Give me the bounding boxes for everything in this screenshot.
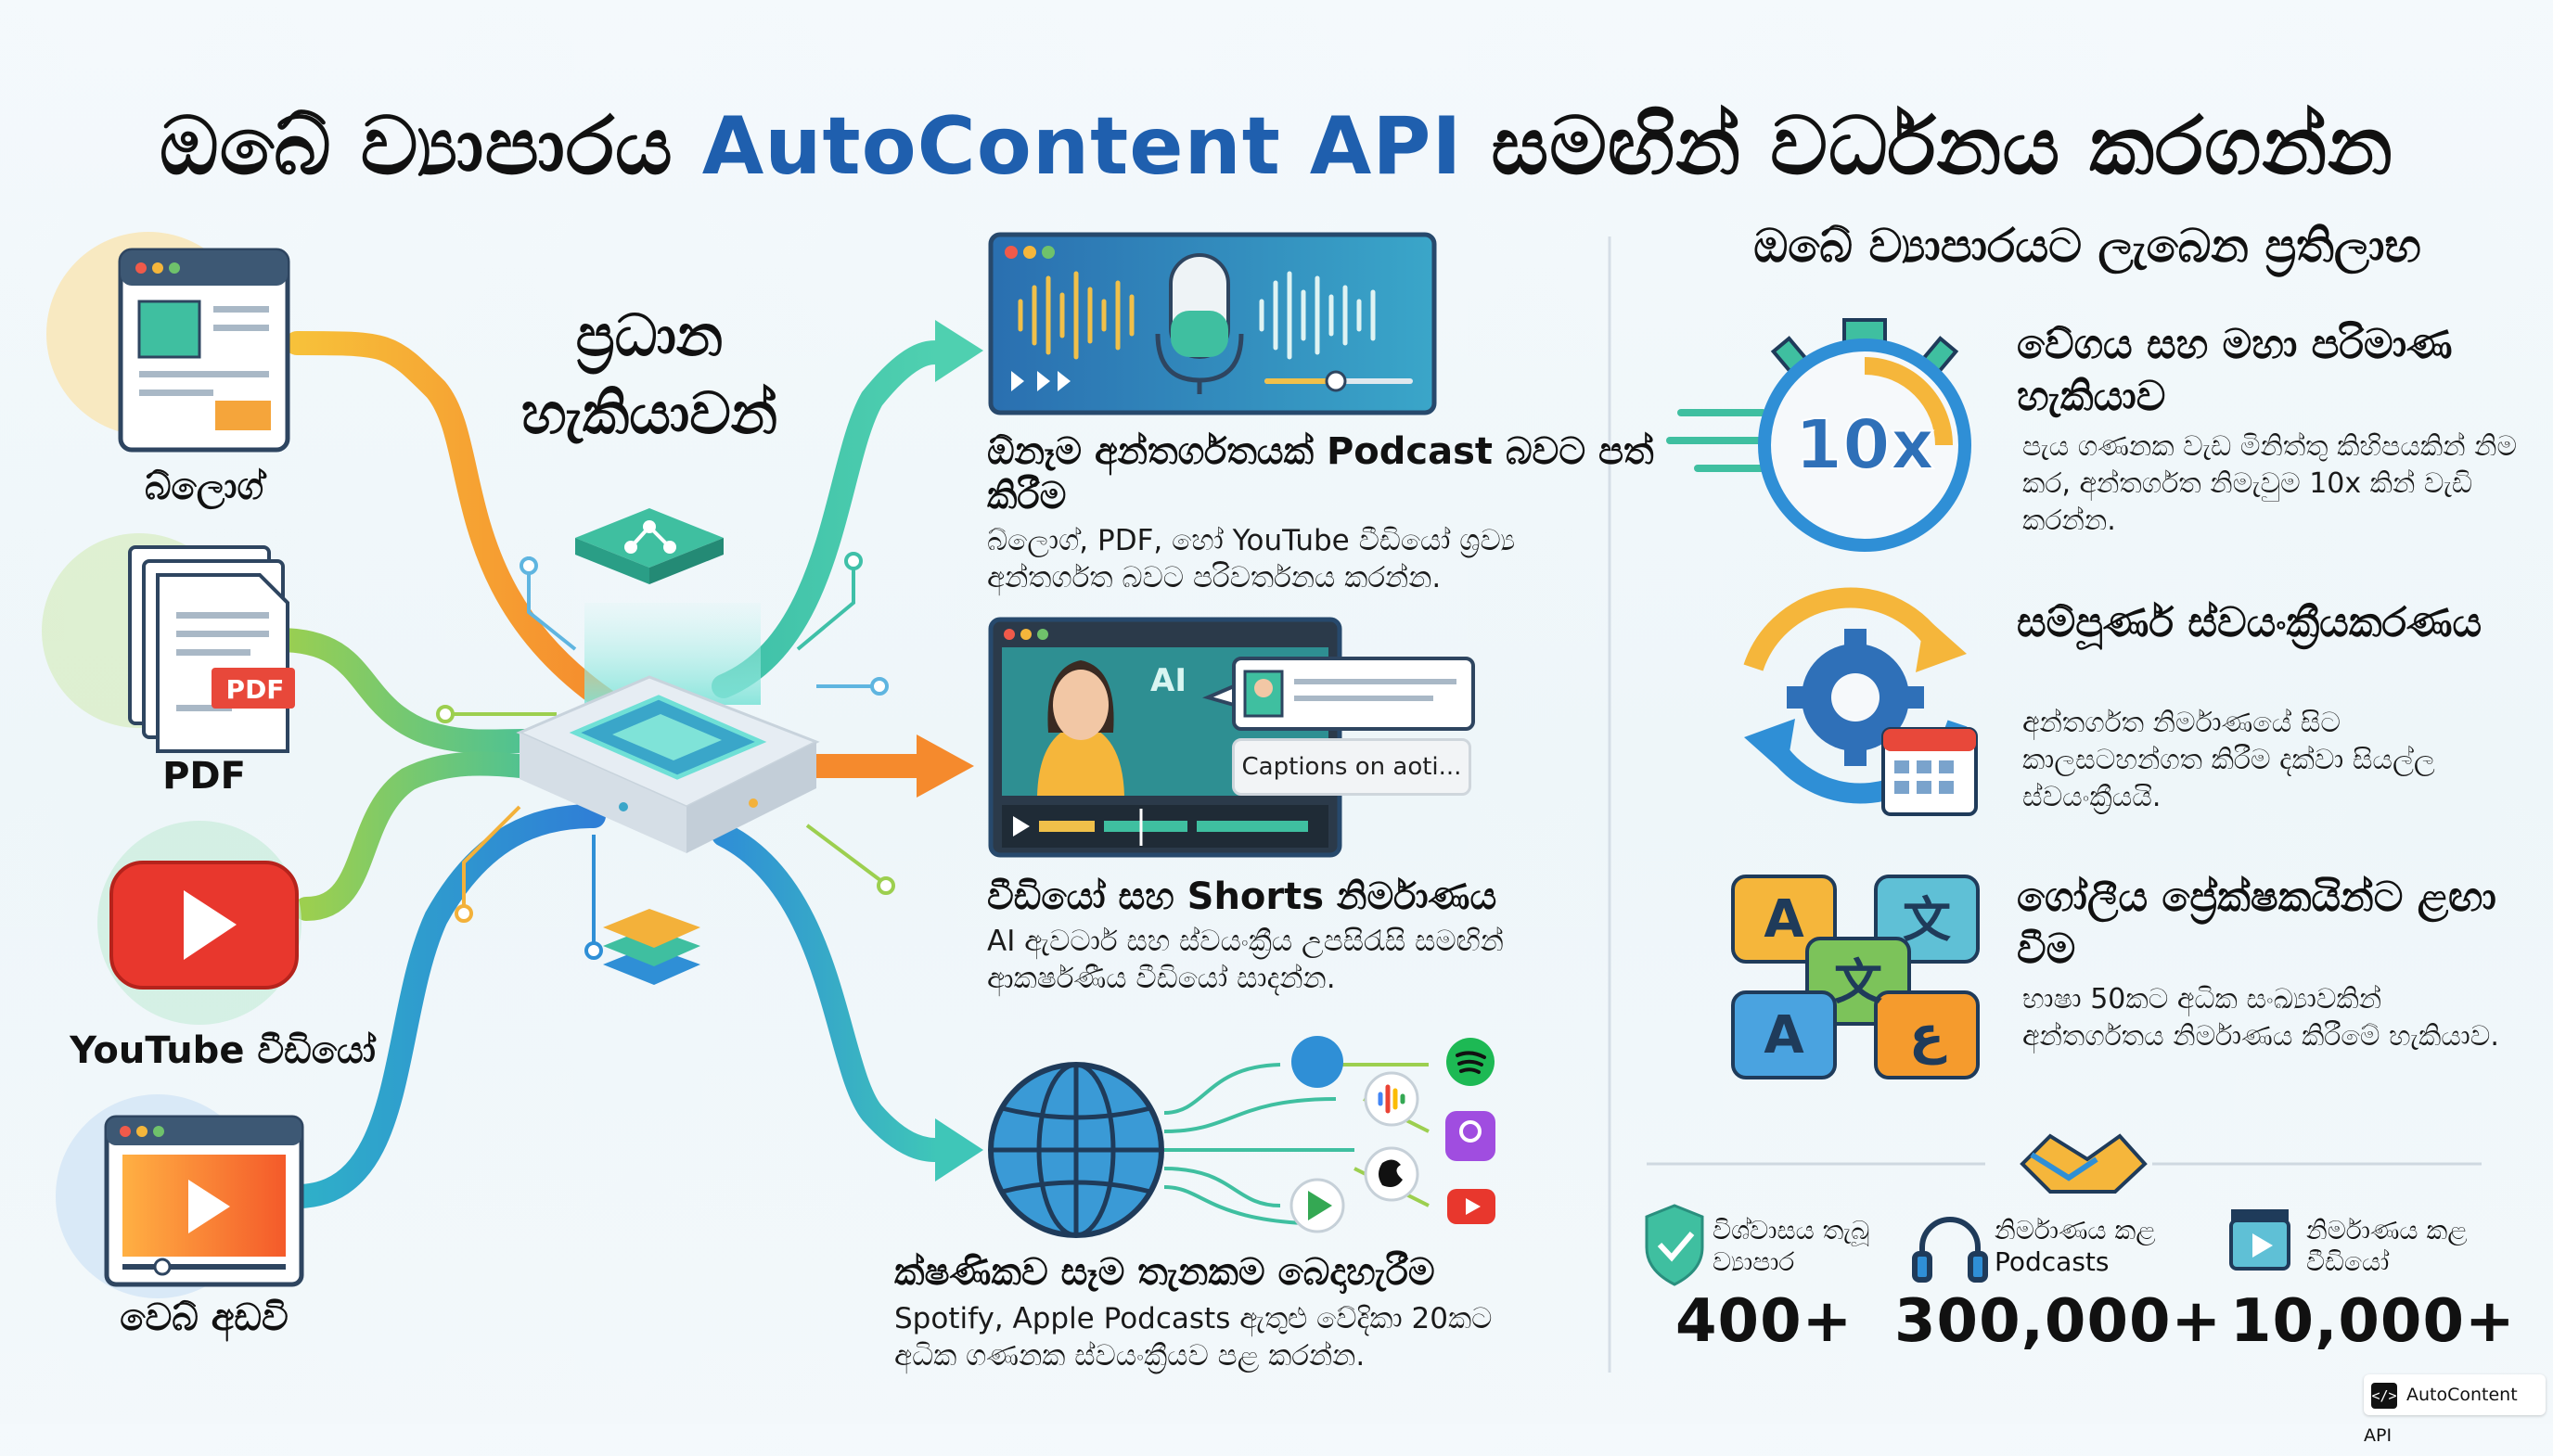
caption-pill: Captions on aoti... (1232, 738, 1471, 796)
page-title: ඔබේ ව්‍යාපාරය AutoContent API සමඟින් වර්… (0, 100, 2553, 195)
youtube-play-icon (97, 821, 301, 1025)
capability-desc-video: AI ඇවටාර් සහ ස්වයංක්‍රීය උපසිරැසි සමඟින්… (987, 925, 1504, 995)
source-label-blog: බ්ලොග් (144, 466, 264, 508)
benefit-desc-speed: පැය ගණනක වැඩ මිනිත්තු කිහිපයකින් නිම කර,… (2022, 430, 2518, 537)
source-label-youtube: YouTube වීඩියෝ (70, 1029, 376, 1072)
source-label-website: වෙබ් අඩවි (120, 1296, 289, 1339)
video-clapper-icon (2229, 1209, 2290, 1271)
stopwatch-icon: 10x (1666, 318, 1971, 552)
stat-value-videos: 10,000+ (2230, 1287, 2516, 1356)
pdf-document-icon (42, 533, 295, 753)
benefits-heading: ඔබේ ව්‍යාපාරයට ලැබෙන ප්‍රතිලාභ (1753, 219, 2421, 273)
benefit-title-speed: වේගය සහ මහා පරිමාණ හැකියාව (2017, 321, 2453, 420)
podcast-microphone-icon (988, 232, 1437, 415)
glyph-3: A (1764, 1005, 1804, 1066)
title-prefix: ඔබේ ව්‍යාපාරය (159, 99, 702, 193)
title-suffix: සමඟින් වර්ධනය කරගන්න (1462, 99, 2394, 193)
stat-value-podcasts: 300,000+ (1894, 1287, 2223, 1356)
benefit-title-global: ගෝලීය ප්‍රේක්ෂකයින්ට ළඟා වීම (2017, 874, 2496, 973)
source-connectors (266, 331, 624, 1208)
source-label-pdf: PDF (162, 755, 246, 798)
capability-title-video: වීඩියෝ සහ Shorts නිර්මාණය (987, 875, 1497, 918)
glyph-4: ع (1909, 1005, 1947, 1066)
benefit-desc-automation: අන්තර්ගත නිර්මාණයේ සිට කාලසටහන්ගත කිරීම … (2022, 707, 2435, 813)
capability-title-podcast: ඕනෑම අන්තර්ගතයක් Podcast බවට පත් කිරීම (987, 430, 1654, 517)
infographic-canvas: AI (42, 232, 2482, 1373)
translation-bubbles-icon: A 文 文 A ع (1731, 875, 1980, 1079)
arrowhead-distribution (935, 1118, 983, 1181)
ai-avatar-video-icon: AI (988, 617, 1475, 858)
stat-value-businesses: 400+ (1675, 1287, 1854, 1356)
globe-distribution-icon (988, 1036, 1495, 1238)
pdf-badge: PDF (225, 674, 285, 705)
capability-desc-distribution: Spotify, Apple Podcasts ඇතුළු වේදිකා 20ක… (894, 1302, 1493, 1373)
handshake-icon (1647, 1133, 2482, 1194)
shield-check-icon (1645, 1204, 1704, 1286)
capability-title-distribution: ක්ෂණිකව සෑම තැනකම බෙදාහැරීම (894, 1251, 1435, 1294)
central-hub (516, 603, 820, 853)
title-accent: AutoContent API (701, 99, 1463, 193)
core-capabilities-title: ප්‍රධාන හැකියාවන් (520, 301, 778, 447)
output-connectors (712, 340, 949, 1162)
svg-text:AI: AI (1150, 662, 1187, 699)
stat-label-businesses: විශ්වාසය තැබූ ව්‍යාපාර (1713, 1215, 1870, 1277)
layers-stack-icon (603, 909, 700, 985)
headphones-icon (1912, 1217, 1988, 1283)
arrowhead-podcast (935, 320, 983, 382)
footer-brand[interactable]: </>AutoContent API (2364, 1374, 2546, 1446)
glyph-0: A (1764, 889, 1804, 950)
circuit-traces (436, 552, 895, 960)
website-play-icon (56, 1094, 304, 1298)
arrowhead-video (917, 734, 974, 798)
glyph-2: 文 (1834, 955, 1882, 1011)
gear-calendar-icon (1743, 587, 1978, 816)
benefit-title-automation: සම්පූර්ණ ස්වයංක්‍රීයකරණය (2017, 599, 2482, 646)
share-node-icon (575, 508, 724, 584)
svg-text:10x: 10x (1795, 405, 1935, 485)
blog-window-icon (46, 232, 290, 453)
stat-label-videos: නිර්මාණය කළ වීඩියෝ (2306, 1215, 2468, 1277)
code-icon: </> (2371, 1382, 2397, 1409)
capability-desc-podcast: බ්ලොග්, PDF, හෝ YouTube වීඩියෝ ශ්‍රව්‍ය … (987, 524, 1516, 594)
glyph-1: 文 (1903, 893, 1951, 949)
benefit-desc-global: භාෂා 50කට අධික සංඛ්‍යාවකින් අන්තර්ගතය නි… (2022, 983, 2499, 1053)
stat-label-podcasts: නිර්මාණය කළ Podcasts (1995, 1215, 2156, 1277)
